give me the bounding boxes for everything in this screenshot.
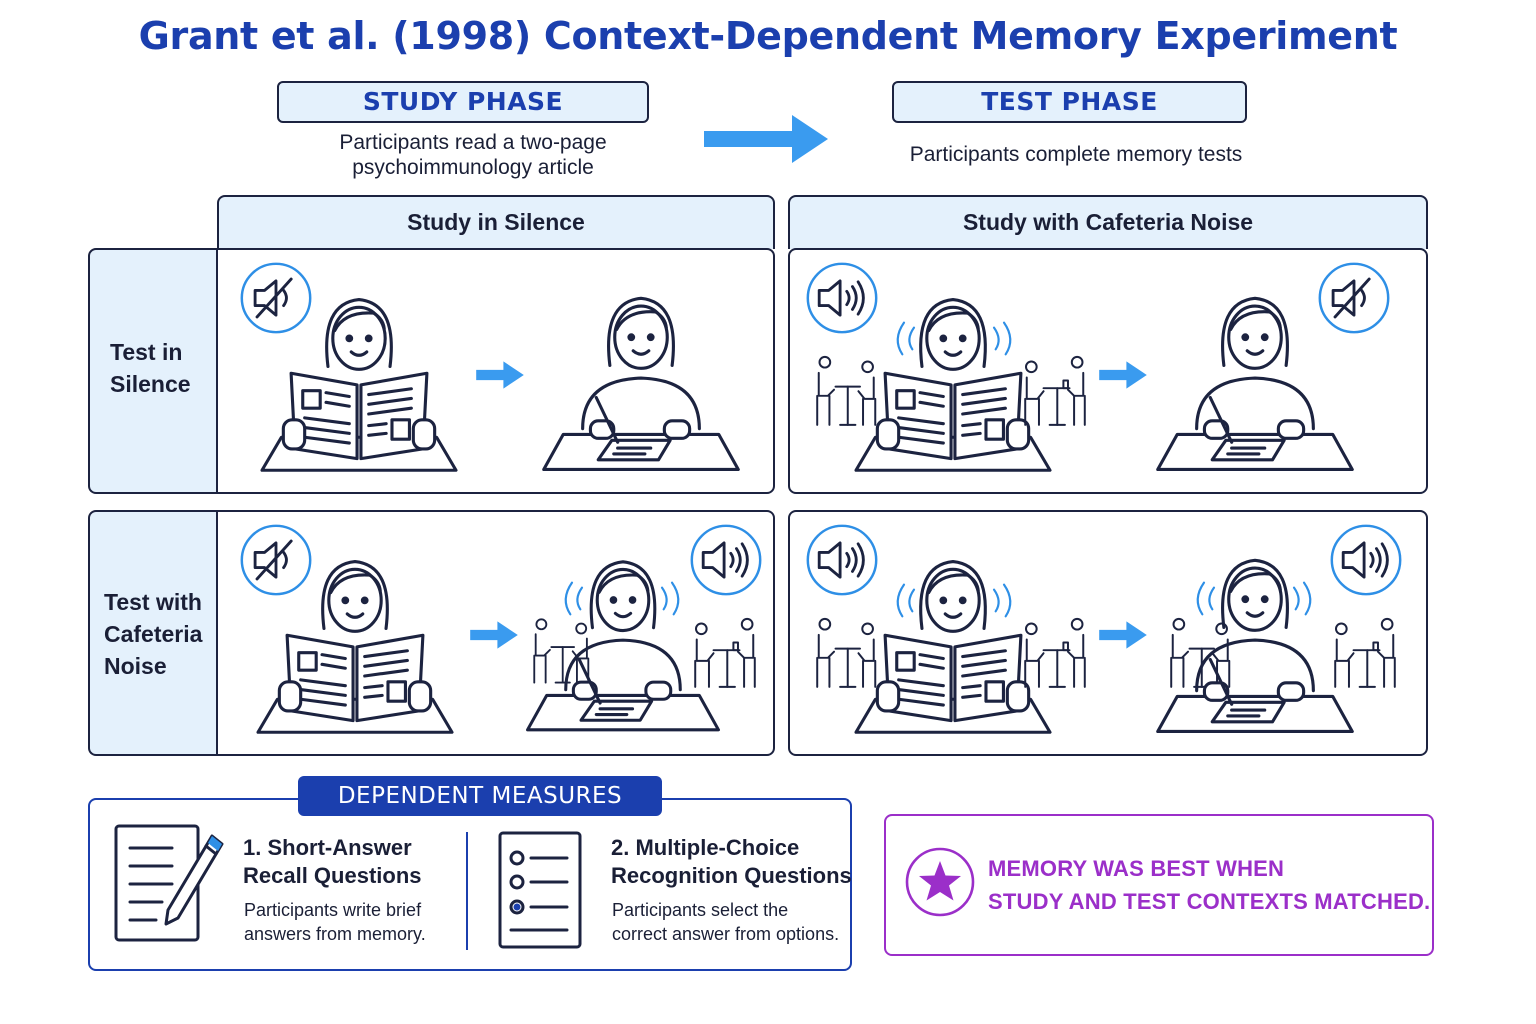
measure1-desc-line2: answers from memory. xyxy=(244,924,426,944)
cell-silence-noise xyxy=(216,510,775,756)
cafeteria-people-icon xyxy=(694,617,756,689)
dependent-measures-tag: DEPENDENT MEASURES xyxy=(298,776,662,816)
study-phase-description: Participants read a two-page psychoimmun… xyxy=(277,130,669,180)
arrow-right-icon xyxy=(1099,621,1147,649)
row-label-noise-line1: Test with xyxy=(104,589,202,615)
row-label-noise: Test with Cafeteria Noise xyxy=(88,510,218,756)
measure2-desc-line1: Participants select the xyxy=(612,900,789,920)
checklist-icon xyxy=(498,831,582,949)
conclusion-text: MEMORY WAS BEST WHEN STUDY AND TEST CONT… xyxy=(988,852,1430,918)
cafeteria-people-icon xyxy=(815,355,877,427)
speaker-sound-icon xyxy=(1330,524,1402,596)
person-writing-icon xyxy=(525,560,721,732)
column-header-noise: Study with Cafeteria Noise xyxy=(788,195,1428,249)
column-header-silence: Study in Silence xyxy=(217,195,775,249)
row-label-noise-line3: Noise xyxy=(104,653,167,679)
person-reading-icon xyxy=(854,297,1052,472)
conclusion-box xyxy=(884,814,1434,956)
study-phase-desc-line2: psychoimmunology article xyxy=(352,156,594,179)
measure2-title: 2. Multiple-Choice Recognition Questions xyxy=(611,834,852,890)
star-icon xyxy=(905,847,975,917)
row-label-noise-line2: Cafeteria xyxy=(104,621,203,647)
person-reading-icon xyxy=(854,559,1052,734)
arrow-right-icon xyxy=(476,361,524,389)
row-label-silence-line2: Silence xyxy=(110,371,191,397)
document-pencil-icon xyxy=(114,824,224,942)
cell-silence-silence xyxy=(216,248,775,494)
arrow-right-icon xyxy=(470,621,518,649)
speaker-muted-icon xyxy=(240,262,312,334)
cafeteria-people-icon xyxy=(1023,617,1087,689)
cell-noise-silence xyxy=(788,248,1428,494)
measure2-description: Participants select the correct answer f… xyxy=(612,898,839,946)
person-writing-icon xyxy=(1156,296,1354,472)
speaker-muted-icon xyxy=(1318,262,1390,334)
measure2-desc-line2: correct answer from options. xyxy=(612,924,840,944)
cafeteria-people-icon xyxy=(815,617,877,689)
measure2-title-line2: Recognition Questions xyxy=(611,863,852,888)
column-header-silence-label: Study in Silence xyxy=(407,209,585,235)
row-label-silence: Test in Silence xyxy=(88,248,218,494)
cafeteria-people-icon xyxy=(533,618,590,684)
arrow-right-icon xyxy=(1099,361,1147,389)
dependent-measures-box xyxy=(88,798,852,971)
measure1-title: 1. Short-Answer Recall Questions xyxy=(243,834,422,890)
conclusion-line1: MEMORY WAS BEST WHEN xyxy=(988,856,1285,881)
measure2-title-line1: 2. Multiple-Choice xyxy=(611,835,800,860)
study-phase-box: STUDY PHASE xyxy=(277,81,649,123)
person-writing-icon xyxy=(542,296,740,472)
test-phase-box: TEST PHASE xyxy=(892,81,1247,123)
column-header-noise-label: Study with Cafeteria Noise xyxy=(962,209,1254,235)
diagram-title: Grant et al. (1998) Context-Dependent Me… xyxy=(138,14,1398,58)
conclusion-line2: STUDY AND TEST CONTEXTS MATCHED. xyxy=(988,889,1431,914)
person-writing-icon xyxy=(1156,558,1354,734)
cafeteria-people-icon xyxy=(1023,355,1087,427)
speaker-sound-icon xyxy=(806,524,878,596)
dependent-measures-label: DEPENDENT MEASURES xyxy=(337,783,623,809)
cafeteria-people-icon xyxy=(1333,617,1397,689)
study-phase-desc-line1: Participants read a two-page xyxy=(339,131,607,154)
measure1-desc-line1: Participants write brief xyxy=(244,900,422,920)
phase-arrow-icon xyxy=(704,115,828,163)
test-phase-description: Participants complete memory tests xyxy=(909,143,1243,166)
study-phase-label: STUDY PHASE xyxy=(362,87,564,116)
cafeteria-people-icon xyxy=(1170,617,1231,688)
speaker-sound-icon xyxy=(690,524,762,596)
measure1-title-line1: 1. Short-Answer xyxy=(243,835,412,860)
row-label-silence-line1: Test in xyxy=(110,339,183,365)
speaker-muted-icon xyxy=(240,524,312,596)
test-phase-label: TEST PHASE xyxy=(981,87,1158,116)
measures-divider xyxy=(466,832,468,950)
speaker-sound-icon xyxy=(806,262,878,334)
measure1-title-line2: Recall Questions xyxy=(243,863,422,888)
cell-noise-noise xyxy=(788,510,1428,756)
measure1-description: Participants write brief answers from me… xyxy=(244,898,426,946)
